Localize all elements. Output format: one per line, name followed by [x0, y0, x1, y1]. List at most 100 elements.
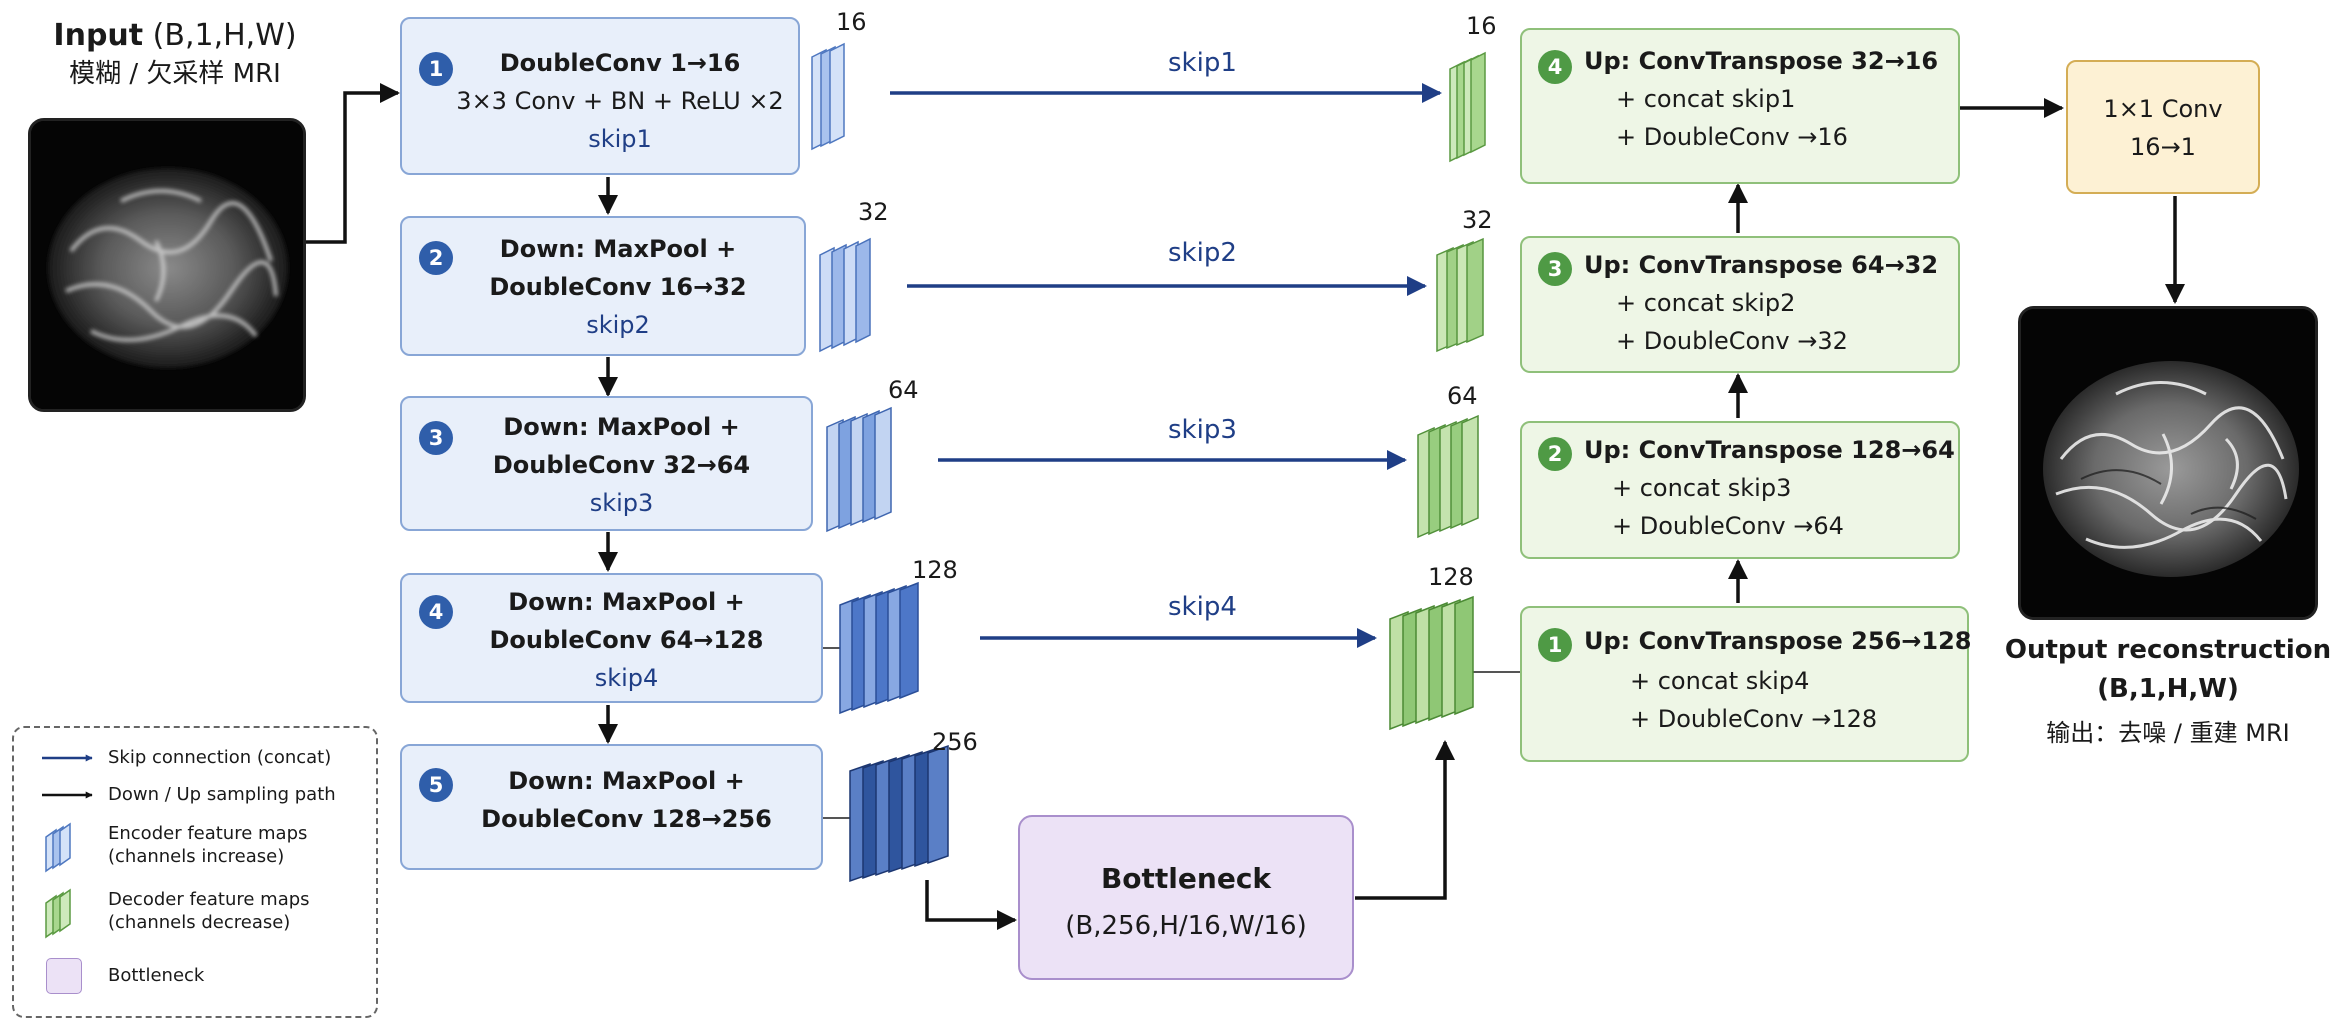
encoder-stack-5	[849, 744, 949, 883]
final-conv-title: 1×1 Conv	[2103, 95, 2223, 123]
encoder-channels-4: 128	[912, 556, 958, 584]
decoder-block-line: Up: ConvTranspose 256→128	[1584, 627, 1972, 655]
legend-decoder-swatch	[45, 888, 71, 939]
decoder-block-2: 2 Up: ConvTranspose 128→64 + concat skip…	[1520, 421, 1960, 559]
legend-encoder-title: Encoder feature maps	[108, 823, 308, 844]
decoder-stack-64	[1417, 414, 1479, 539]
feature-map-slice	[59, 822, 71, 867]
step-badge: 4	[419, 595, 453, 629]
encoder-block-4: 4 Down: MaxPool + DoubleConv 64→128 skip…	[400, 573, 823, 703]
encoder-channels-5: 256	[932, 728, 978, 756]
output-mri-image	[2018, 306, 2318, 620]
decoder-block-line: + DoubleConv →64	[1612, 512, 1844, 540]
feature-map-slice	[829, 42, 845, 145]
bottleneck-title: Bottleneck	[1100, 862, 1272, 895]
step-badge: 2	[419, 241, 453, 275]
input-heading: Input (B,1,H,W) 模糊 / 欠采样 MRI	[30, 16, 320, 92]
legend-decoder-label: Decoder feature maps (channels decrease)	[108, 888, 310, 934]
bottleneck-shape: (B,256,H/16,W/16)	[1065, 911, 1307, 941]
legend-encoder-swatch	[45, 822, 71, 873]
decoder-stack-128	[1389, 595, 1474, 731]
decoder-block-3: 3 Up: ConvTranspose 64→32 + concat skip2…	[1520, 236, 1960, 373]
decoder-block-4: 4 Up: ConvTranspose 32→16 + concat skip1…	[1520, 28, 1960, 184]
step-badge: 1	[1538, 628, 1572, 662]
final-conv-block: 1×1 Conv 16→1	[2066, 60, 2260, 194]
decoder-block-line: + concat skip4	[1630, 667, 1810, 695]
skip-connection-label-1: skip1	[1168, 48, 1237, 78]
step-badge: 4	[1538, 50, 1572, 84]
output-shape: (B,1,H,W)	[2097, 674, 2239, 704]
encoder-block-line: DoubleConv 64→128	[489, 626, 764, 654]
encoder-block-line: 3×3 Conv + BN + ReLU ×2	[456, 87, 784, 115]
encoder-stack-1	[811, 42, 845, 151]
skip-label: skip4	[594, 664, 659, 692]
step-badge: 2	[1538, 437, 1572, 471]
to-bottleneck-arrow	[925, 880, 1017, 930]
bottleneck-block: Bottleneck (B,256,H/16,W/16)	[1018, 815, 1354, 980]
blurred-brain-image	[31, 121, 303, 409]
encoder-block-line: Down: MaxPool +	[508, 767, 745, 795]
skip-label: skip1	[588, 125, 652, 153]
decoder-block-line: + DoubleConv →16	[1616, 123, 1848, 151]
encoder-block-1: 1 DoubleConv 1→16 3×3 Conv + BN + ReLU ×…	[400, 17, 800, 175]
encoder-block-line: Down: MaxPool +	[508, 588, 745, 616]
skip-label: skip2	[586, 311, 650, 339]
decoder-block-line: Up: ConvTranspose 32→16	[1584, 47, 1939, 75]
encoder-channels-1: 16	[836, 8, 867, 36]
feature-map-slice	[1461, 414, 1479, 527]
output-heading: Output reconstruction (B,1,H,W) 输出：去噪 / …	[1990, 630, 2333, 758]
skip-label: skip3	[589, 489, 654, 517]
step-badge: 3	[1538, 252, 1572, 286]
encoder-stack-2	[819, 237, 871, 353]
skip-connection-label-3: skip3	[1168, 415, 1237, 445]
from-bottleneck-arrow	[1355, 740, 1455, 900]
encoder-block-5: 5 Down: MaxPool + DoubleConv 128→256	[400, 744, 823, 870]
encoder-channels-2: 32	[858, 198, 889, 226]
reconstructed-brain-image	[2021, 309, 2315, 617]
decoder-block-line: Up: ConvTranspose 64→32	[1584, 251, 1939, 279]
encoder-block-3: 3 Down: MaxPool + DoubleConv 32→64 skip3	[400, 396, 813, 531]
legend-decoder-sub: (channels decrease)	[108, 912, 291, 933]
decoder-stack-16	[1449, 51, 1486, 163]
step-badge: 5	[419, 768, 453, 802]
legend	[12, 726, 378, 1018]
decoder-block-line: + concat skip2	[1616, 289, 1796, 317]
input-arrow	[305, 83, 400, 244]
skip-connection-label-2: skip2	[1168, 238, 1237, 268]
decoder-channels-64: 64	[1447, 382, 1478, 410]
legend-encoder-sub: (channels increase)	[108, 846, 285, 867]
decoder-block-line: + DoubleConv →128	[1630, 705, 1878, 733]
feature-map-slice	[1466, 237, 1484, 344]
step-badge: 1	[419, 52, 453, 86]
encoder-block-line: Down: MaxPool +	[503, 413, 740, 441]
legend-skip-label: Skip connection (concat)	[108, 747, 332, 768]
input-shape: (B,1,H,W)	[152, 18, 297, 53]
decoder-block-line: + concat skip3	[1612, 474, 1792, 502]
encoder-block-line: DoubleConv 128→256	[481, 805, 772, 833]
decoder-block-1: 1 Up: ConvTranspose 256→128 + concat ski…	[1520, 606, 1972, 762]
legend-encoder-label: Encoder feature maps (channels increase)	[108, 822, 307, 868]
decoder-channels-128: 128	[1428, 563, 1474, 591]
feature-map-slice	[855, 237, 871, 344]
feature-map-slice	[59, 888, 71, 933]
encoder-block-line: DoubleConv 16→32	[489, 273, 747, 301]
decoder-channels-16: 16	[1466, 12, 1497, 40]
step-badge: 3	[419, 421, 453, 455]
encoder-block-2: 2 Down: MaxPool + DoubleConv 16→32 skip2	[400, 216, 806, 356]
encoder-stack-4	[839, 581, 919, 715]
decoder-block-line: Up: ConvTranspose 128→64	[1584, 436, 1955, 464]
feature-map-slice	[874, 406, 892, 521]
encoder-block-line: Down: MaxPool +	[499, 235, 737, 263]
decoder-block-line: + concat skip1	[1616, 85, 1796, 113]
decoder-block-line: + DoubleConv →32	[1616, 327, 1848, 355]
legend-path-label: Down / Up sampling path	[108, 784, 336, 805]
skip-connection-label-4: skip4	[1168, 592, 1237, 622]
encoder-stack-3	[826, 406, 892, 533]
output-title: Output reconstruction	[2004, 635, 2332, 665]
encoder-block-line: DoubleConv 32→64	[492, 451, 751, 479]
input-title: Input	[53, 18, 144, 53]
output-subtitle: 输出：去噪 / 重建 MRI	[2046, 719, 2290, 747]
decoder-stack-32	[1436, 237, 1484, 353]
feature-map-slice	[1454, 595, 1474, 716]
